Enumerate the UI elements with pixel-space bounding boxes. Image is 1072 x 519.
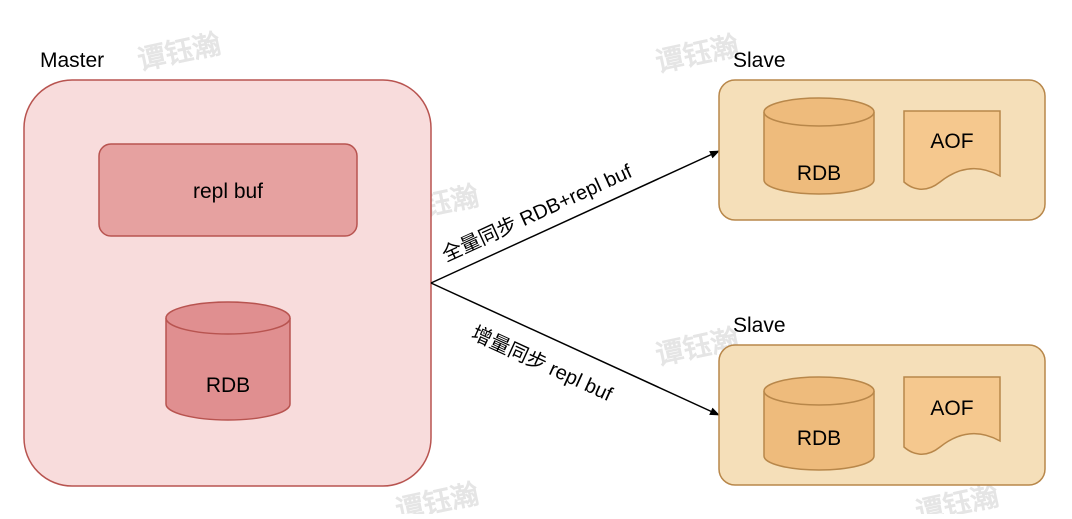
master-rdb-cylinder bbox=[165, 301, 291, 421]
slave-title: Slave bbox=[733, 314, 786, 337]
repl-buf-box bbox=[98, 143, 358, 237]
slave-rdb-label: RDB bbox=[797, 162, 841, 185]
slave-title: Slave bbox=[733, 49, 786, 72]
slave-rdb-label: RDB bbox=[797, 427, 841, 450]
aof-label: AOF bbox=[930, 397, 973, 420]
slave-rdb-cylinder bbox=[763, 97, 875, 195]
aof-document bbox=[903, 376, 1001, 455]
master-rdb-label: RDB bbox=[206, 374, 250, 397]
aof-label: AOF bbox=[930, 130, 973, 153]
watermark-text: 谭钰瀚 bbox=[135, 27, 224, 76]
watermark-text: 谭钰瀚 bbox=[393, 477, 482, 514]
watermark-text: 谭钰瀚 bbox=[653, 29, 742, 78]
slave-rdb-cylinder bbox=[763, 376, 875, 471]
master-box bbox=[23, 79, 432, 487]
incremental-sync-arrow bbox=[430, 282, 720, 416]
aof-document bbox=[903, 110, 1001, 190]
full-sync-arrow bbox=[430, 150, 720, 284]
master-title: Master bbox=[40, 49, 104, 72]
repl-buf-label: repl buf bbox=[193, 180, 263, 203]
